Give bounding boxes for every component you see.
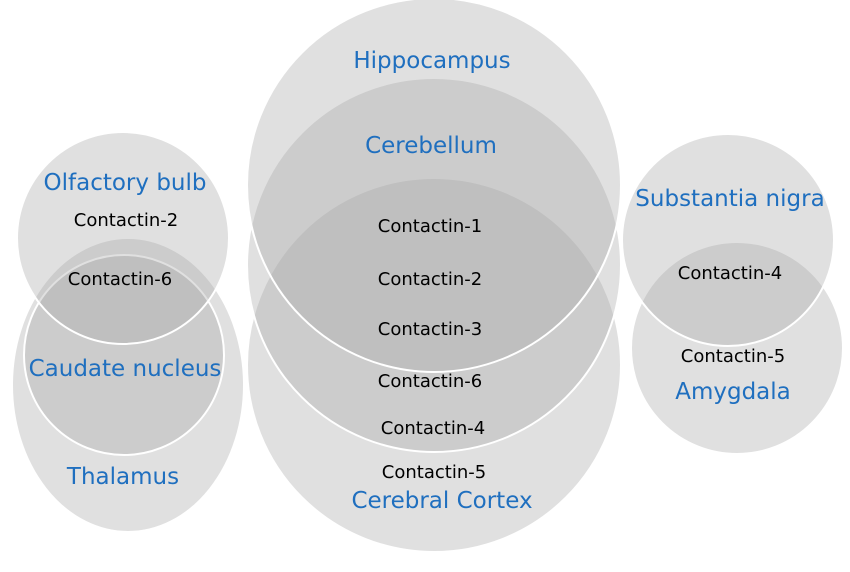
thalamus-label: Thalamus <box>66 464 179 490</box>
hippocampus-label: Hippocampus <box>353 48 510 74</box>
center-protein-label: Contactin-5 <box>382 462 486 483</box>
center-protein-label: Contactin-6 <box>378 371 482 392</box>
caudate-nucleus-label: Caudate nucleus <box>29 356 222 382</box>
amygdala-circle <box>630 241 844 455</box>
amygdala-protein-label: Contactin-5 <box>681 346 785 367</box>
center-protein-label: Contactin-1 <box>378 216 482 237</box>
center-protein-label: Contactin-2 <box>378 269 482 290</box>
thalamus-circle <box>11 237 245 533</box>
amygdala-label: Amygdala <box>675 379 791 405</box>
olfactory-bulb-label: Olfactory bulb <box>44 170 207 196</box>
olfactory-protein-label: Contactin-2 <box>74 210 178 231</box>
hippocampus-circle <box>246 0 622 373</box>
cerebellum-circle <box>246 77 622 453</box>
substantia-nigra-circle <box>621 133 835 347</box>
substantia-nigra-label: Substantia nigra <box>635 186 824 212</box>
olfactory-bulb-circle <box>16 131 230 345</box>
cerebellum-label: Cerebellum <box>365 133 497 159</box>
cerebral-cortex-label: Cerebral Cortex <box>351 488 532 514</box>
center-protein-label: Contactin-4 <box>381 418 485 439</box>
cerebral-cortex-circle <box>246 177 622 553</box>
left-shared-protein-label: Contactin-6 <box>68 269 172 290</box>
right-shared-protein-label: Contactin-4 <box>678 263 782 284</box>
caudate-nucleus-circle <box>23 254 225 456</box>
center-protein-label: Contactin-3 <box>378 319 482 340</box>
